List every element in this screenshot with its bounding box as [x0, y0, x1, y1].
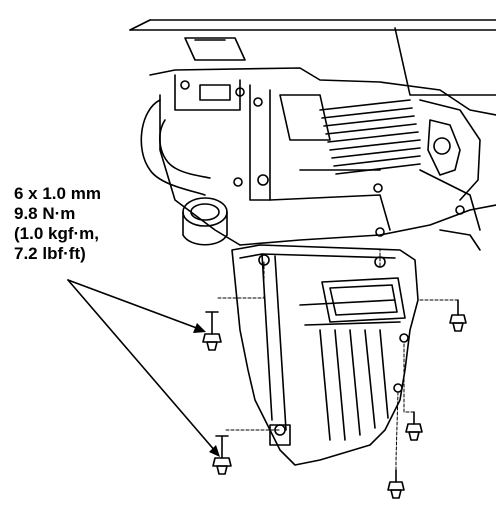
- torque-lbfft-label: 7.2 lbf·ft): [14, 244, 86, 263]
- bolt-size-label: 6 x 1.0 mm: [14, 184, 101, 203]
- bolt-bottom: [387, 469, 405, 499]
- callout-leaders: [67, 279, 217, 453]
- bolt-right-middle: [405, 411, 423, 441]
- torque-kgfm-label: (1.0 kgf·m,: [14, 224, 100, 243]
- engine-assembly: [129, 19, 496, 251]
- arrowheads: [193, 323, 220, 457]
- torque-nm-label: 9.8 N·m: [14, 204, 76, 223]
- bolt-right-upper: [449, 299, 467, 332]
- bolt-left-lower: [212, 435, 232, 475]
- alignment-guides: [217, 249, 459, 471]
- engine-undercover: [231, 244, 419, 466]
- torque-spec-callout: 6 x 1.0 mm 9.8 N·m (1.0 kgf·m, 7.2 lbf·f…: [14, 184, 174, 264]
- bolt-left-upper: [202, 311, 222, 351]
